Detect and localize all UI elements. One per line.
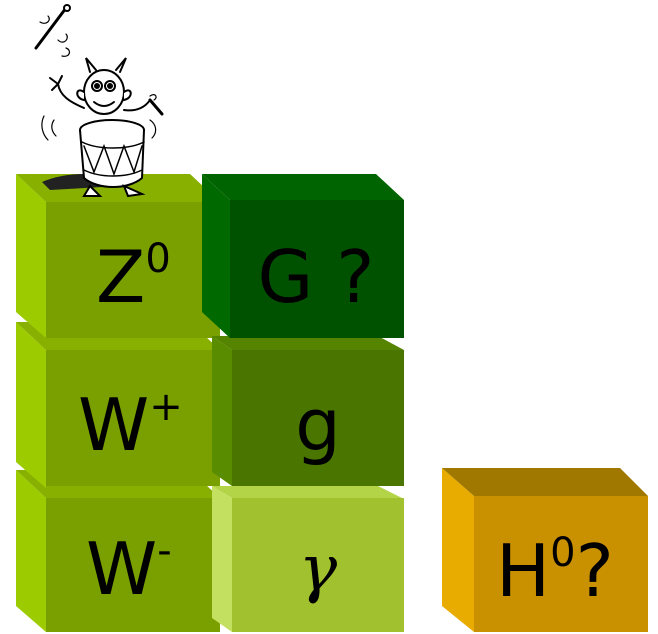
block-w-minus-label: W- [86,527,172,611]
block-w-minus: W- [16,470,220,632]
block-graviton: G ? [202,174,404,338]
block-w-plus: W+ [16,322,220,488]
block-photon: γ [212,486,404,632]
block-z0: Z0 [16,174,220,338]
block-gluon: g [212,336,404,486]
block-higgs: H0? [442,468,648,632]
drummer-icon [34,4,164,198]
block-gluon-label: g [295,383,341,467]
block-higgs-label: H0? [496,529,614,613]
block-z0-label: Z0 [96,235,171,319]
block-graviton-label: G ? [258,235,375,319]
block-photon-label: γ [299,532,338,606]
block-w-plus-label: W+ [78,383,183,467]
